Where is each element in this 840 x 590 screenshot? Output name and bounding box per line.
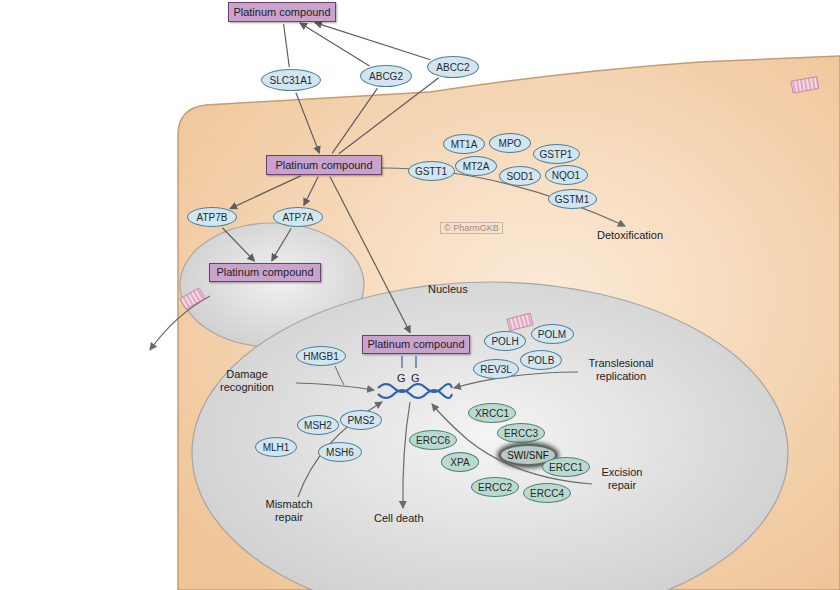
protein-ellipse: GSTM1	[548, 189, 597, 209]
transport-arrow	[315, 23, 430, 60]
transport-arrow	[296, 93, 319, 153]
node-text: NQO1	[552, 170, 580, 181]
protein-ellipse: POLB	[520, 350, 562, 370]
transport-arrow	[339, 78, 439, 154]
annotation: Damage recognition	[206, 368, 288, 393]
node-text: SOD1	[506, 171, 533, 182]
transport-arrow	[272, 228, 291, 260]
node-text: SWI/SNF	[507, 450, 549, 461]
protein-ellipse: HMGB1	[296, 346, 346, 366]
protein-ellipse: POLH	[484, 331, 526, 351]
node-text: POLM	[538, 329, 566, 340]
node-text: ERCC2	[478, 482, 512, 493]
protein-ellipse: ATP7B	[187, 207, 237, 227]
membrane-icon	[791, 77, 819, 93]
node-text: REV3L	[480, 364, 512, 375]
protein-ellipse: ATP7A	[273, 207, 323, 227]
annotation: Excision repair	[592, 466, 652, 491]
protein-ellipse: REV3L	[473, 359, 519, 379]
protein-ellipse: MLH1	[255, 437, 297, 457]
nucleus-outline	[190, 278, 790, 590]
node-text: PMS2	[347, 415, 374, 426]
protein-ellipse: SLC31A1	[261, 69, 321, 91]
transport-arrow	[332, 88, 377, 153]
transport-arrow	[222, 228, 254, 261]
protein-ellipse: ABCC2	[427, 56, 479, 78]
protein-ellipse: ERCC6	[409, 430, 457, 450]
node-text: Platinum compound	[367, 338, 464, 350]
node-text: HMGB1	[303, 351, 339, 362]
node-text: SLC31A1	[270, 75, 313, 86]
node-text: GSTM1	[555, 194, 589, 205]
node-text: MT2A	[463, 161, 490, 172]
nucleus-label: Nucleus	[428, 283, 468, 296]
node-text: POLH	[491, 336, 518, 347]
annotation: G	[411, 372, 420, 385]
protein-ellipse: XPA	[441, 452, 479, 472]
annotation: Cell death	[374, 512, 424, 525]
protein-ellipse: ABCG2	[360, 65, 412, 87]
protein-ellipse: PMS2	[340, 410, 382, 430]
nucleus: NucleusPlatinum compound POLH POLM HMGB1 POL…	[190, 278, 790, 590]
transport-arrow	[230, 176, 301, 209]
protein-ellipse: SOD1	[499, 166, 541, 186]
protein-ellipse: MSH6	[318, 442, 362, 462]
node-text: MPO	[499, 138, 522, 149]
efflux-arrow	[150, 296, 210, 350]
protein-ellipse: ERCC1	[542, 457, 590, 477]
node-text: GSTP1	[540, 149, 573, 160]
node-text: GSTT1	[415, 166, 447, 177]
node-text: Platinum compound	[233, 6, 330, 18]
transport-arrow	[304, 177, 318, 206]
crosslink	[401, 356, 402, 368]
crosslink	[415, 356, 416, 368]
protein-ellipse: MT2A	[455, 156, 497, 176]
compound-box: Platinum compound	[266, 155, 382, 175]
node-text: Platinum compound	[275, 159, 372, 171]
compound-box: Platinum compound	[209, 263, 321, 282]
node-text: MSH6	[326, 447, 354, 458]
annotation: Detoxification	[597, 229, 663, 242]
node-text: ERCC6	[416, 435, 450, 446]
watermark: © PharmGKB	[440, 222, 503, 234]
node-text: POLB	[528, 355, 555, 366]
compound-box: Platinum compound	[362, 335, 470, 354]
node-text: ATP7B	[197, 212, 228, 223]
node-text: ERCC4	[530, 488, 564, 499]
membrane-icon	[180, 288, 205, 309]
node-text: MT1A	[451, 139, 478, 150]
protein-ellipse: ERCC3	[497, 423, 545, 443]
protein-ellipse: MT1A	[443, 134, 485, 154]
protein-ellipse: ERCC2	[471, 477, 519, 497]
annotation: Mismatch repair	[256, 498, 322, 523]
node-text: XPA	[450, 457, 469, 468]
protein-ellipse: POLM	[531, 324, 574, 344]
node-text: XRCC1	[475, 408, 509, 419]
annotation: G	[397, 372, 406, 385]
protein-ellipse: GSTT1	[408, 161, 455, 181]
annotation: Translesional replication	[578, 357, 664, 382]
node-text: Platinum compound	[216, 266, 313, 278]
node-text: ABCC2	[436, 62, 469, 73]
protein-ellipse: NQO1	[545, 165, 588, 185]
protein-ellipse: XRCC1	[468, 403, 516, 423]
protein-ellipse: MPO	[489, 133, 531, 153]
node-text: MSH2	[304, 420, 332, 431]
node-text: ATP7A	[283, 212, 314, 223]
protein-ellipse: ERCC4	[523, 483, 571, 503]
node-text: ABCG2	[369, 71, 403, 82]
node-text: MLH1	[263, 442, 290, 453]
protein-ellipse: MSH2	[297, 415, 339, 435]
compound-box: Platinum compound	[228, 2, 336, 22]
node-text: ERCC3	[504, 428, 538, 439]
transport-arrow	[284, 24, 290, 67]
protein-ellipse: GSTP1	[533, 144, 580, 164]
node-text: ERCC1	[549, 462, 583, 473]
